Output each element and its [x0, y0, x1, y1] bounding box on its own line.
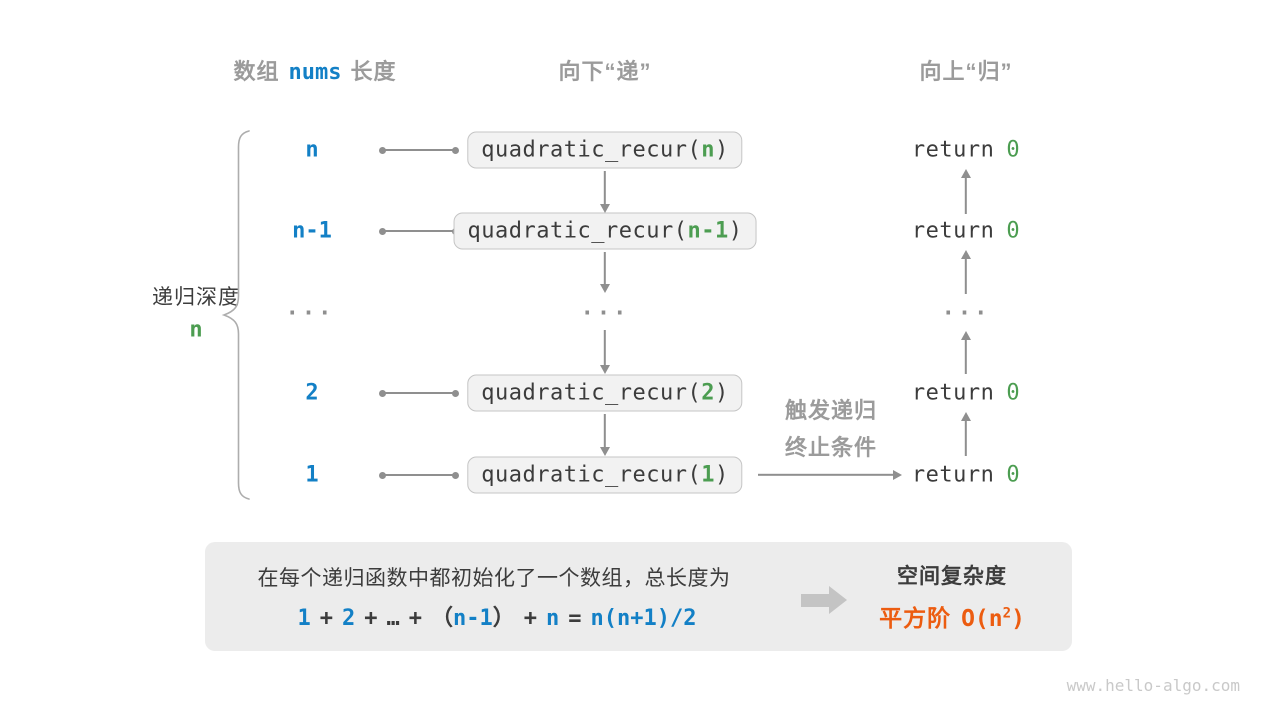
- trigger-note-line1: 触发递归: [784, 398, 878, 423]
- ellipsis-call-column: ...: [580, 295, 630, 321]
- series-sum-formula: 1 + 2 + … + （ n-1 ） + n = n(n+1)/2: [298, 600, 697, 632]
- return-value: 0: [1006, 462, 1021, 488]
- return-word: return: [911, 218, 995, 244]
- column-header-ascend: 向上“归”: [919, 59, 1013, 84]
- down-arrow-icon: [599, 414, 611, 456]
- call-arg: n-1: [687, 218, 729, 244]
- call-prefix: quadratic_recur(: [481, 380, 702, 406]
- formula-equals: =: [568, 606, 582, 631]
- down-arrow-icon: [599, 252, 611, 293]
- formula-term: n-1: [453, 606, 493, 631]
- connector-line: [379, 227, 459, 236]
- down-arrow-icon: [599, 171, 611, 213]
- summary-panel: [205, 542, 1072, 651]
- call-prefix: quadratic_recur(: [481, 137, 702, 163]
- formula-op: +: [319, 606, 333, 631]
- up-arrow-icon: [960, 169, 972, 214]
- call-suffix: ): [714, 380, 729, 406]
- return-word: return: [911, 380, 995, 406]
- call-suffix: ): [728, 218, 743, 244]
- array-label-pre: 数组: [233, 59, 280, 84]
- return-statement-2: return 0: [912, 381, 1020, 406]
- complexity-name: 平方阶: [879, 605, 952, 631]
- return-statement-1: return 0: [912, 463, 1020, 488]
- formula-ellipsis: …: [386, 606, 400, 631]
- formula-result: n(n+1)/2: [590, 606, 697, 631]
- call-prefix: quadratic_recur(: [481, 462, 702, 488]
- column-header-descend: 向下“递”: [558, 59, 652, 84]
- up-arrow-icon: [960, 412, 972, 456]
- up-arrow-icon: [960, 331, 972, 374]
- call-suffix: ): [714, 462, 729, 488]
- return-word: return: [911, 137, 995, 163]
- formula-op: +: [408, 606, 422, 631]
- recursion-depth-label: 递归深度: [152, 286, 240, 309]
- connector-line: [379, 389, 459, 398]
- return-statement-n-1: return 0: [912, 219, 1020, 244]
- ellipsis-return-column: ...: [941, 295, 991, 321]
- return-value: 0: [1006, 380, 1021, 406]
- block-arrow-icon: [829, 586, 847, 614]
- call-arg: n: [701, 137, 715, 163]
- up-arrow-icon: [960, 250, 972, 294]
- formula-term: n: [546, 606, 560, 631]
- summary-description: 在每个递归函数中都初始化了一个数组，总长度为: [257, 567, 731, 590]
- formula-term: 1: [297, 606, 311, 631]
- formula-op: +: [364, 606, 378, 631]
- call-box-n: quadratic_recur(n): [467, 131, 743, 169]
- length-label-n: n: [305, 137, 319, 163]
- curly-brace-icon: [221, 130, 250, 500]
- call-box-n-1: quadratic_recur(n-1): [453, 212, 757, 250]
- connector-line: [379, 471, 459, 480]
- formula-paren-close: ）: [492, 606, 515, 631]
- call-box-2: quadratic_recur(2): [467, 374, 743, 412]
- connector-line: [379, 146, 459, 155]
- column-header-array-length: 数组 nums 长度: [233, 54, 396, 86]
- array-name-code: nums: [288, 60, 342, 85]
- return-value: 0: [1006, 137, 1021, 163]
- call-prefix: quadratic_recur(: [467, 218, 688, 244]
- length-label-n-1: n-1: [292, 218, 332, 244]
- ellipsis-length-column: ...: [285, 295, 335, 321]
- complexity-value: 平方阶 O(n2): [879, 599, 1025, 633]
- array-label-post: 长度: [350, 59, 397, 84]
- length-label-1: 1: [305, 462, 319, 488]
- length-label-2: 2: [305, 380, 319, 406]
- trigger-note-line2: 终止条件: [784, 435, 878, 460]
- formula-term: 2: [342, 606, 356, 631]
- return-statement-n: return 0: [912, 138, 1020, 163]
- call-box-1: quadratic_recur(1): [467, 456, 743, 494]
- call-arg: 2: [701, 380, 715, 406]
- return-word: return: [911, 462, 995, 488]
- watermark: www.hello-algo.com: [1066, 676, 1240, 695]
- formula-paren-open: （: [431, 606, 454, 631]
- block-arrow-icon: [801, 594, 829, 607]
- down-arrow-icon: [599, 330, 611, 374]
- right-arrow-icon: [758, 469, 902, 481]
- call-arg: 1: [701, 462, 715, 488]
- call-suffix: ): [714, 137, 729, 163]
- formula-op: +: [523, 606, 538, 631]
- big-o-notation: O(n2): [961, 605, 1025, 632]
- recursion-depth-value: n: [189, 317, 203, 343]
- complexity-title: 空间复杂度: [897, 565, 1007, 588]
- return-value: 0: [1006, 218, 1021, 244]
